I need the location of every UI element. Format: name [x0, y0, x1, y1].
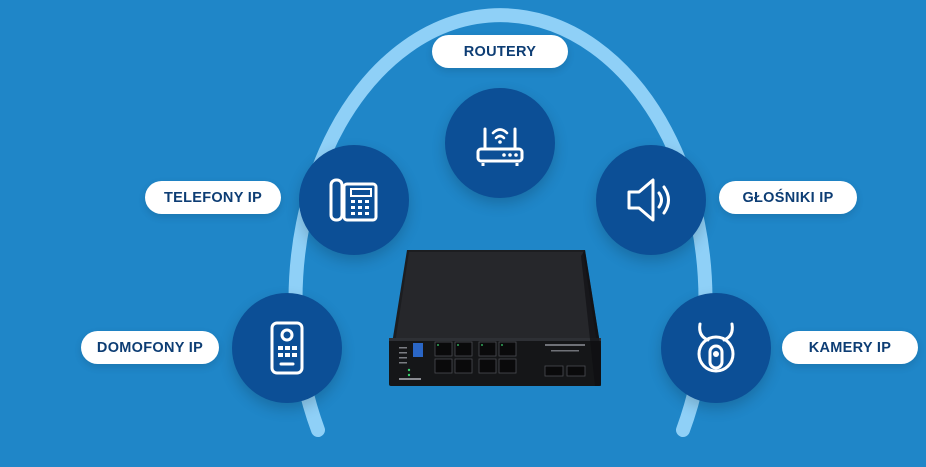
node-glosniki-ip — [596, 145, 706, 255]
node-kamery-ip — [661, 293, 771, 403]
node-routery — [445, 88, 555, 198]
router-icon — [476, 127, 524, 166]
camera-icon — [697, 322, 735, 373]
label-kamery-ip: KAMERY IP — [782, 331, 918, 364]
node-domofony-ip — [232, 293, 342, 403]
speaker-icon — [627, 178, 670, 222]
label-telefony-ip: TELEFONY IP — [145, 181, 281, 214]
poe-switch-image — [389, 250, 601, 386]
label-glosniki-ip: GŁOŚNIKI IP — [719, 181, 857, 214]
label-glosniki-ip-text: GŁOŚNIKI IP — [742, 189, 834, 206]
label-kamery-ip-text: KAMERY IP — [808, 339, 892, 356]
label-routery-text: ROUTERY — [463, 43, 537, 60]
label-telefony-ip-text: TELEFONY IP — [163, 189, 263, 206]
label-domofony-ip: DOMOFONY IP — [81, 331, 219, 364]
intercom-icon — [270, 321, 304, 375]
label-routery: ROUTERY — [432, 35, 568, 68]
node-telefony-ip — [299, 145, 409, 255]
desk-phone-icon — [329, 178, 378, 222]
label-domofony-ip-text: DOMOFONY IP — [96, 339, 204, 356]
